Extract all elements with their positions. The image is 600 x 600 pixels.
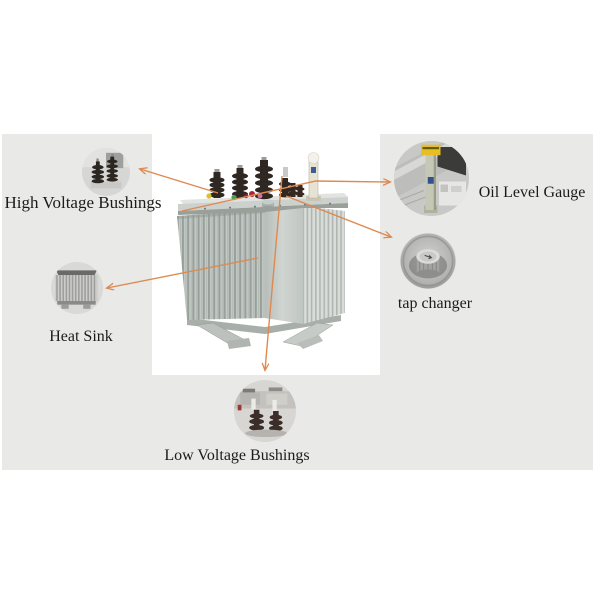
high-voltage-bushings-inset-image (82, 148, 130, 196)
arrow-tap-changer (285, 195, 391, 237)
low-voltage-bushings-inset-image (234, 380, 296, 442)
heat-sink-inset-image (51, 262, 103, 314)
arrow-oil-level-gauge (181, 181, 390, 212)
transformer-base-skids (187, 315, 341, 349)
label-heat-sink: Heat Sink (49, 328, 113, 345)
label-oil-level-gauge: Oil Level Gauge (478, 184, 586, 201)
oil-level-gauge-inset-image (394, 141, 469, 216)
arrow-high-voltage-bushings (140, 169, 219, 194)
label-high-voltage-bushings: High Voltage Bushings (4, 193, 162, 212)
oil-level-gauge-on-lid (306, 152, 321, 201)
label-tap-changer: tap changer (397, 295, 473, 312)
low-voltage-bushings-on-lid (288, 183, 305, 197)
tap-changer-cap (262, 199, 274, 211)
arrow-low-voltage-bushings (265, 175, 283, 370)
label-low-voltage-bushings: Low Voltage Bushings (164, 447, 310, 464)
arrow-heat-sink (107, 257, 259, 288)
tap-changer-inset-image (400, 233, 456, 289)
